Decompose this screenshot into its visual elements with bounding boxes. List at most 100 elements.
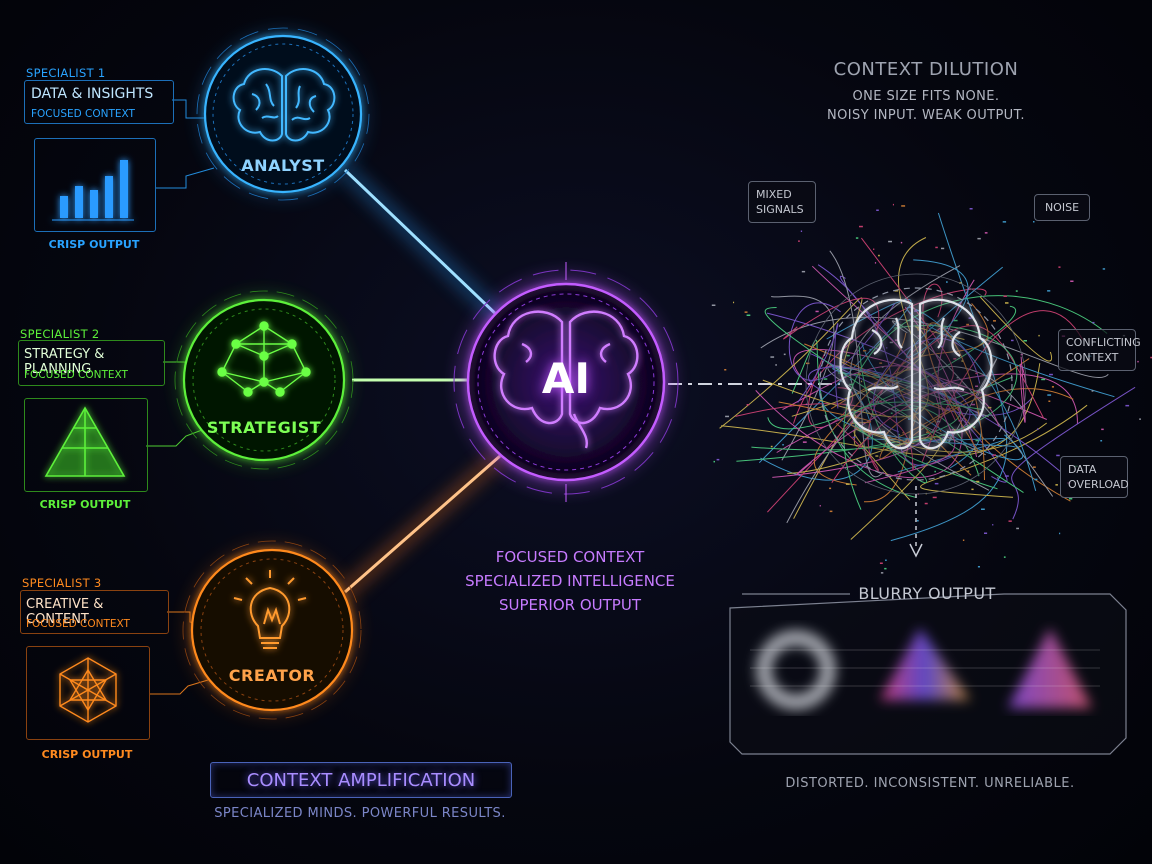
noise-particle xyxy=(885,559,887,561)
noise-particle xyxy=(746,314,751,316)
ai-label: AI xyxy=(541,354,591,403)
noise-particle xyxy=(1003,295,1007,297)
noise-particle xyxy=(1023,340,1027,342)
noise-particle xyxy=(981,508,985,510)
noise-particle xyxy=(770,356,775,358)
ai-benefit-line: SPECIALIZED INTELLIGENCE xyxy=(465,572,675,590)
noise-particle xyxy=(888,240,892,243)
noise-particle xyxy=(977,237,981,240)
noise-particle xyxy=(992,524,994,526)
noise-particle xyxy=(976,480,980,483)
network-icon xyxy=(217,321,311,397)
noise-particle xyxy=(969,208,973,210)
brain-icon xyxy=(232,68,336,142)
noise-particle xyxy=(713,460,715,463)
specialist-3-output-label: CRISP OUTPUT xyxy=(41,748,133,761)
noise-particle xyxy=(1139,418,1141,420)
diluted-brain-node xyxy=(805,273,1027,558)
creator-label: CREATOR xyxy=(228,666,316,685)
analyst-node xyxy=(196,27,370,201)
ai-benefits: FOCUSED CONTEXT SPECIALIZED INTELLIGENCE… xyxy=(450,545,690,617)
noise-particle xyxy=(1034,478,1038,481)
noise-particle xyxy=(878,254,880,257)
noise-particle xyxy=(800,230,803,232)
ai-benefit-line: FOCUSED CONTEXT xyxy=(495,548,645,566)
creator-node xyxy=(182,540,362,720)
noise-particle xyxy=(1033,221,1035,223)
strategist-label: STRATEGIST xyxy=(206,418,322,437)
noise-curve xyxy=(980,296,1053,362)
noise-particle xyxy=(1101,428,1104,431)
noise-particle xyxy=(1150,356,1152,359)
amplification-title: CONTEXT AMPLIFICATION xyxy=(246,770,476,791)
specialist-1-output-label: CRISP OUTPUT xyxy=(48,238,140,251)
noise-particle xyxy=(971,488,974,491)
noise-particle xyxy=(962,539,965,541)
specialist-1-sub: FOCUSED CONTEXT xyxy=(31,108,135,120)
noise-particle xyxy=(782,444,784,446)
noise-particle xyxy=(977,566,980,568)
noise-particle xyxy=(859,225,863,228)
noise-particle xyxy=(1049,373,1053,376)
noise-particle xyxy=(1051,386,1054,388)
noise-particle xyxy=(711,304,716,306)
noise-particle xyxy=(798,240,800,242)
noise-particle xyxy=(829,487,832,490)
noise-particle xyxy=(1125,404,1130,407)
noise-particle xyxy=(884,567,887,570)
amplification-banner: CONTEXT AMPLIFICATION xyxy=(210,762,512,798)
specialist-3-sub: FOCUSED CONTEXT xyxy=(26,618,130,630)
noise-particle xyxy=(819,505,821,507)
noise-particle xyxy=(1059,532,1061,535)
blurry-output-title: BLURRY OUTPUT xyxy=(858,584,996,603)
noise-particle xyxy=(880,572,884,574)
mixed-signals-tag: MIXED SIGNALS xyxy=(748,181,816,223)
noise-particle xyxy=(935,246,938,249)
noise-particle xyxy=(1016,527,1019,530)
noise-particle xyxy=(932,496,937,499)
bar-chart-icon xyxy=(52,160,134,221)
specialist-3-panel: CREATIVE & CONTENT FOCUSED CONTEXT xyxy=(20,590,169,634)
noise-particle xyxy=(855,237,859,239)
specialist-2-tag: SPECIALIST 2 xyxy=(20,327,100,341)
noise-particle xyxy=(829,510,833,513)
noise-particle xyxy=(1015,290,1018,292)
specialist-2-output-frame xyxy=(24,398,148,492)
conflicting-context-tag: CONFLICTING CONTEXT xyxy=(1058,329,1141,371)
noise-particle xyxy=(1068,498,1073,500)
noise-particle xyxy=(900,241,903,244)
noise-particle xyxy=(879,562,883,564)
beam-creator xyxy=(344,454,501,594)
noise-particle xyxy=(917,520,919,522)
blurry-output-panel xyxy=(729,593,1127,755)
noise-particle xyxy=(1102,268,1106,270)
noise-particle xyxy=(725,415,729,418)
specialist-2-panel: STRATEGY & PLANNING FOCUSED CONTEXT xyxy=(18,340,165,386)
noise-particle xyxy=(733,301,735,304)
specialist-3-tag: SPECIALIST 3 xyxy=(22,576,102,590)
specialist-1-tag: SPECIALIST 1 xyxy=(26,66,106,80)
noise-particle xyxy=(997,477,999,479)
noise-particle xyxy=(984,532,988,534)
noise-particle xyxy=(1137,360,1139,363)
noise-particle xyxy=(783,353,786,356)
noise-particle xyxy=(744,311,748,313)
specialist-2-title: STRATEGY & PLANNING xyxy=(24,347,105,377)
noise-particle xyxy=(802,441,807,443)
dilution-footer: DISTORTED. INCONSISTENT. UNRELIABLE. xyxy=(785,776,1075,791)
noise-particle xyxy=(1003,556,1006,558)
noise-particle xyxy=(1038,334,1040,337)
noise-particle xyxy=(873,248,875,250)
noise-particle xyxy=(874,262,877,264)
noise-particle xyxy=(801,270,806,273)
beam-analyst xyxy=(343,168,502,320)
specialist-1-output-frame xyxy=(34,138,156,232)
analyst-label: ANALYST xyxy=(241,156,325,175)
noise-particle xyxy=(1092,321,1095,324)
noise-particle xyxy=(941,247,945,250)
noise-particle xyxy=(805,403,808,406)
noise-particle xyxy=(815,310,819,313)
noise-particle xyxy=(746,404,750,406)
noise-particle xyxy=(770,445,773,448)
